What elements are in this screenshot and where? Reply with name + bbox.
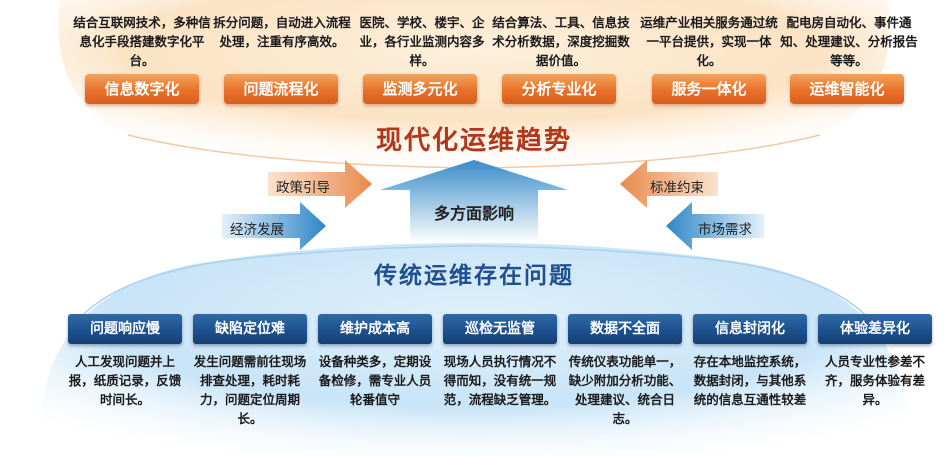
problem-desc-1: 人工发现问题并上报，纸质记录，反馈时间长。: [68, 354, 182, 407]
left-upper-arrow: [268, 160, 372, 208]
top-section-title: 现代化运维趋势: [375, 126, 572, 156]
problem-desc-7: 人员专业性参差不齐，服务体验有差异。: [824, 354, 925, 407]
left-upper-arrow-label: 政策引导: [276, 180, 330, 196]
trend-button-3: 监测多元化: [363, 74, 477, 104]
trend-button-4: 分析专业化: [502, 74, 616, 104]
problem-desc-4: 现场人员执行情况不得而知，没有统一规范，流程缺乏管理。: [443, 354, 557, 407]
trend-button-1: 信息数字化: [85, 74, 199, 104]
trend-button-5: 服务一体化: [652, 74, 766, 104]
bottom-arc-rim: [69, 245, 879, 331]
center-label: 多方面影响: [433, 204, 514, 223]
problem-button-6: 信息封闭化: [693, 314, 807, 344]
top-desc-2: 拆分问题，自动进入流程处理，注重有序高效。: [213, 15, 351, 49]
problem-desc-3: 设备种类多，定期设备检修，需专业人员轮番值守: [318, 354, 432, 407]
trend-button-6: 运维智能化: [790, 74, 904, 104]
right-upper-arrow: [620, 160, 718, 208]
top-desc-4: 结合算法、工具、信息技术分析数据，深度挖掘数据价值。: [492, 15, 630, 68]
problem-desc-6: 存在本地监控系统，数据封闭，与其他系统的信息互通性较差: [693, 354, 807, 407]
right-upper-arrow-label: 标准约束: [650, 180, 704, 196]
problem-button-5: 数据不全面: [568, 314, 682, 344]
top-desc-3: 医院、学校、楼宇、企业，各行业监测内容多样。: [359, 15, 485, 68]
top-desc-5: 运维产业相关服务通过统一平台提供，实现一体化。: [640, 15, 778, 68]
bottom-arc-shape: [39, 243, 909, 456]
problem-button-3: 维护成本高: [318, 314, 432, 344]
bottom-section-title: 传统运维存在问题: [374, 263, 574, 289]
right-lower-arrow: [666, 202, 764, 250]
problem-button-7: 体验差异化: [818, 314, 932, 344]
problem-desc-2: 发生问题需前往现场排查处理，耗时耗力，问题定位周期长。: [193, 354, 307, 426]
problem-button-1: 问题响应慢: [68, 314, 182, 344]
center-up-arrow: [380, 160, 568, 243]
left-lower-arrow: [222, 202, 326, 250]
top-desc-6: 配电房自动化、事件通知、处理建议、分析报告等等。: [780, 15, 918, 68]
problem-button-4: 巡检无监管: [443, 314, 557, 344]
right-lower-arrow-label: 市场需求: [698, 222, 752, 238]
trend-button-2: 问题流程化: [224, 74, 338, 104]
left-lower-arrow-label: 经济发展: [230, 222, 284, 238]
problem-desc-5: 传统仪表功能单一，缺少附加分析功能、处理建议、统合日志。: [568, 354, 682, 426]
problem-button-2: 缺陷定位难: [193, 314, 307, 344]
top-desc-1: 结合互联网技术，多种信息化手段搭建数字化平台。: [73, 15, 211, 68]
